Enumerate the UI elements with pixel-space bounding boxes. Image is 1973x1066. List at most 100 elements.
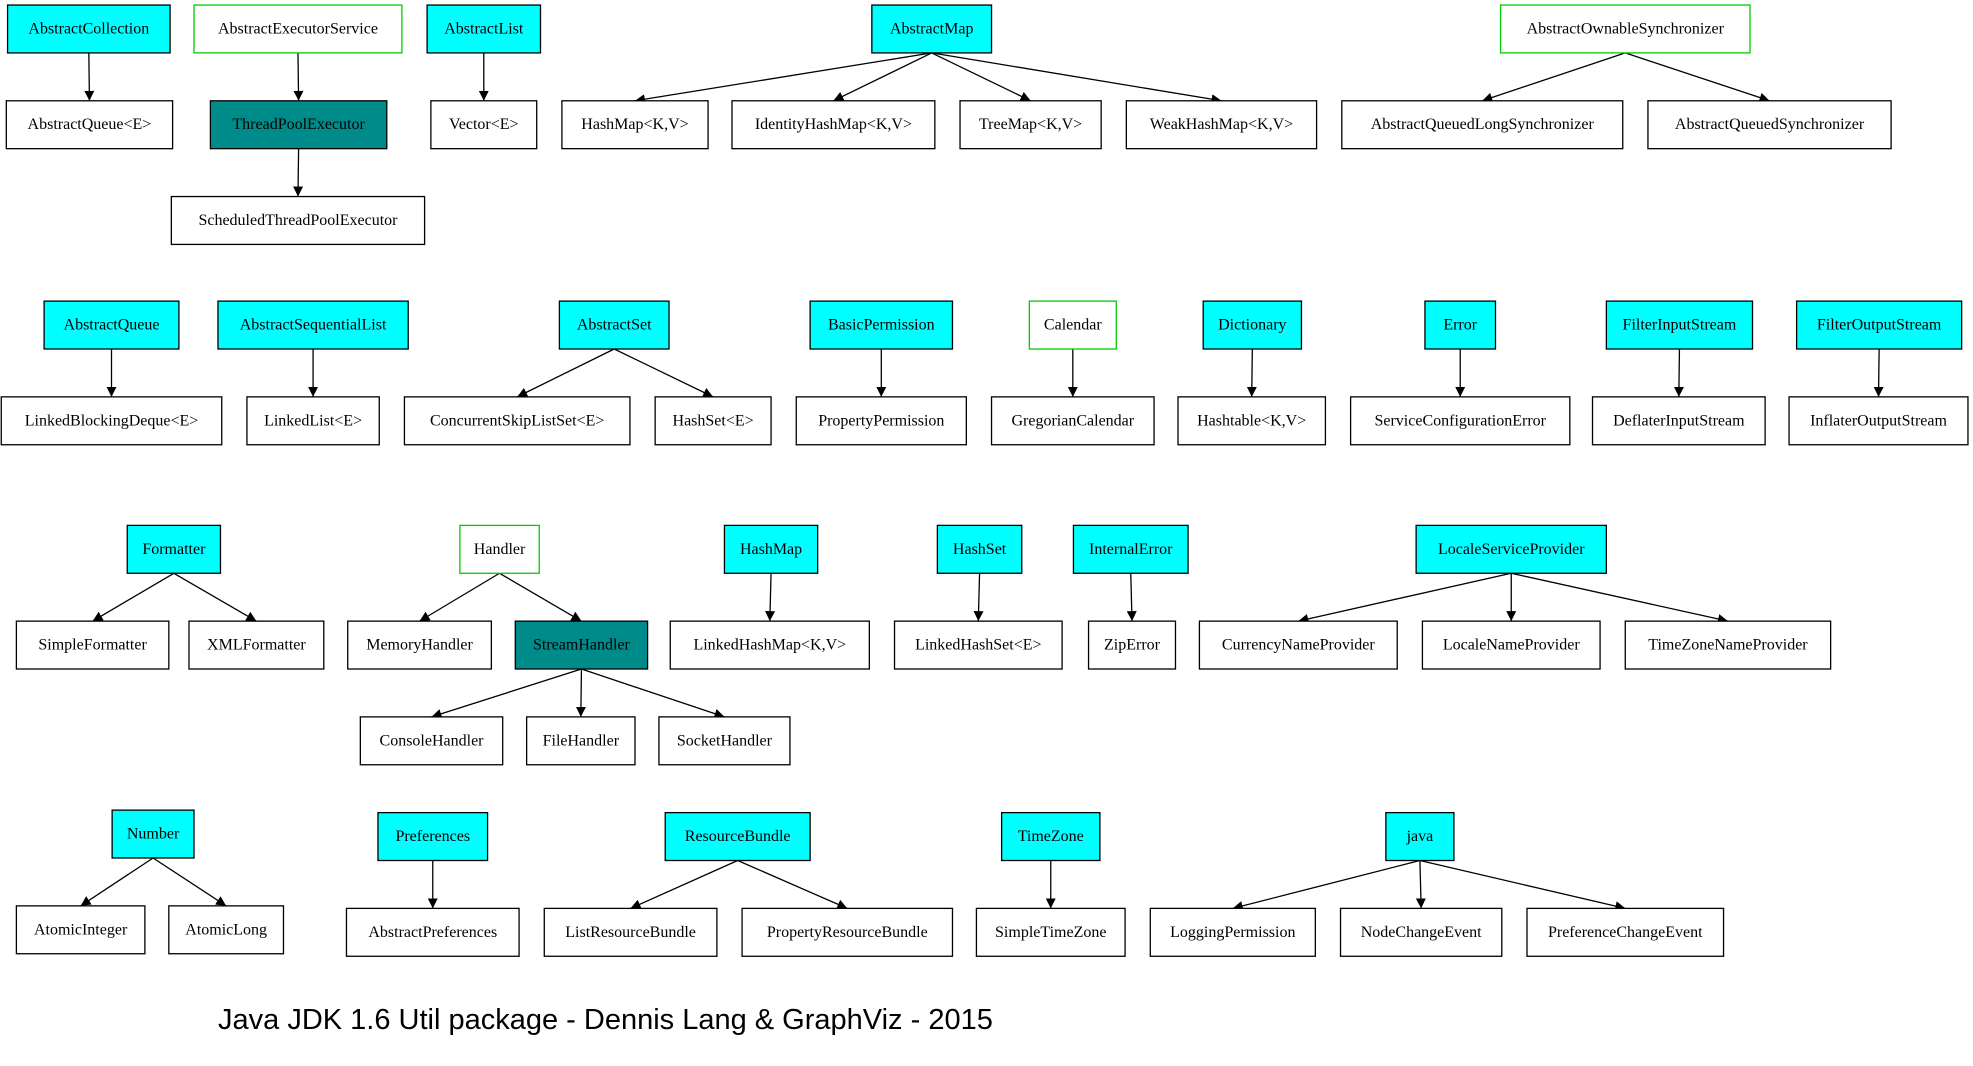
- class-node-label: TimeZone: [1018, 828, 1084, 845]
- class-node-java: java: [1385, 811, 1455, 862]
- class-node-handler: Handler: [459, 524, 540, 574]
- inheritance-arrow: [630, 859, 738, 909]
- class-node-box: [1424, 300, 1497, 350]
- class-node-box: [795, 396, 967, 446]
- class-node-atomic-integer: AtomicInteger: [15, 905, 146, 955]
- inheritance-arrow: [737, 859, 848, 909]
- class-node-box: [209, 100, 388, 150]
- inheritance-arrow: [516, 348, 615, 398]
- class-node-box: [0, 396, 223, 446]
- class-node-gregorian-calendar: GregorianCalendar: [990, 396, 1155, 446]
- class-node-label: Formatter: [142, 541, 206, 558]
- inheritance-arrow: [1873, 348, 1884, 397]
- class-node-label: BasicPermission: [828, 317, 935, 334]
- class-node-box: [377, 811, 489, 862]
- class-node-label: FileHandler: [543, 732, 620, 749]
- class-node-abstract-queue: AbstractQueue<E>: [5, 100, 174, 150]
- class-node-label: SocketHandler: [677, 732, 773, 749]
- class-node-box: [193, 4, 403, 54]
- class-node-label: SimpleFormatter: [38, 637, 147, 654]
- class-node-tree-map: TreeMap<K,V>: [959, 100, 1102, 150]
- class-node-box: [543, 907, 718, 957]
- inheritance-arrow: [765, 573, 776, 622]
- class-node-label: StreamHandler: [533, 637, 631, 654]
- class-node-box: [1028, 300, 1117, 350]
- class-node-box: [1795, 300, 1963, 350]
- class-node-hashtable: Hashtable<K,V>: [1177, 396, 1327, 446]
- inheritance-arrow: [173, 572, 257, 622]
- class-node-identity-hash-map: IdentityHashMap<K,V>: [731, 100, 936, 150]
- class-node-zip-error: ZipError: [1087, 620, 1177, 670]
- class-node-abstract-queue: AbstractQueue: [43, 300, 180, 350]
- class-node-label: LinkedList<E>: [264, 412, 362, 429]
- class-node-label: HashMap: [740, 541, 802, 558]
- class-node-box: [1788, 396, 1969, 446]
- class-node-abstract-queued-synchronizer: AbstractQueuedSynchronizer: [1647, 100, 1892, 150]
- class-node-hash-map: HashMap: [723, 524, 819, 574]
- class-node-abstract-collection: AbstractCollection: [6, 4, 171, 54]
- inheritance-arrow: [1673, 348, 1684, 397]
- class-node-box: [664, 811, 811, 862]
- inheritance-arrow: [833, 52, 932, 102]
- class-node-label: CurrencyNameProvider: [1222, 637, 1376, 654]
- class-node-abstract-map: AbstractMap: [871, 4, 993, 54]
- class-node-label: GregorianCalendar: [1011, 412, 1134, 429]
- class-node-box: [111, 809, 195, 859]
- class-node-box: [1624, 620, 1832, 670]
- class-node-label: ResourceBundle: [685, 828, 791, 845]
- class-node-service-configuration-error: ServiceConfigurationError: [1349, 396, 1571, 446]
- inheritance-arrow: [80, 857, 154, 907]
- class-node-box: [1499, 4, 1751, 54]
- class-node-hash-set: HashSet: [936, 524, 1023, 574]
- class-node-label: PropertyResourceBundle: [767, 924, 928, 941]
- inheritance-arrow: [634, 52, 932, 105]
- class-node-preference-change-event: PreferenceChangeEvent: [1526, 907, 1725, 957]
- class-node-box: [731, 100, 936, 150]
- class-node-label: AbstractQueuedLongSynchronizer: [1371, 116, 1595, 133]
- class-node-label: HashMap<K,V>: [581, 116, 688, 133]
- class-node-linked-hash-map: LinkedHashMap<K,V>: [669, 620, 870, 670]
- inheritance-arrow: [1511, 572, 1729, 624]
- class-node-box: [188, 620, 325, 670]
- class-node-box: [1349, 396, 1571, 446]
- class-node-abstract-sequential-list: AbstractSequentialList: [217, 300, 409, 350]
- class-node-label: AbstractOwnableSynchronizer: [1527, 20, 1725, 37]
- class-node-xmlformatter: XMLFormatter: [188, 620, 325, 670]
- class-node-label: LinkedHashMap<K,V>: [693, 637, 846, 654]
- class-node-label: ConcurrentSkipListSet<E>: [430, 412, 604, 429]
- class-node-simple-time-zone: SimpleTimeZone: [975, 907, 1126, 957]
- class-node-box: [936, 524, 1023, 574]
- class-node-box: [5, 100, 174, 150]
- class-node-box: [1072, 524, 1189, 574]
- class-node-stream-handler: StreamHandler: [514, 620, 649, 670]
- class-node-label: DeflaterInputStream: [1613, 412, 1745, 429]
- class-node-label: ZipError: [1104, 637, 1161, 654]
- class-node-abstract-preferences: AbstractPreferences: [345, 907, 520, 957]
- class-node-basic-permission: BasicPermission: [809, 300, 954, 350]
- class-node-label: java: [1406, 828, 1434, 845]
- class-node-number: Number: [111, 809, 195, 859]
- class-node-box: [217, 300, 409, 350]
- class-node-box: [1339, 907, 1503, 957]
- class-node-box: [459, 524, 540, 574]
- class-node-deflater-input-stream: DeflaterInputStream: [1591, 396, 1766, 446]
- class-node-box: [345, 907, 520, 957]
- class-node-label: PropertyPermission: [818, 412, 944, 429]
- class-node-box: [126, 524, 222, 574]
- class-node-box: [1000, 811, 1101, 862]
- class-node-label: LoggingPermission: [1170, 924, 1295, 941]
- class-node-box: [1591, 396, 1766, 446]
- class-node-box: [6, 4, 171, 54]
- inheritance-arrow: [1625, 52, 1770, 103]
- class-node-label: LocaleServiceProvider: [1438, 541, 1585, 558]
- class-node-box: [658, 716, 791, 766]
- class-node-label: Vector<E>: [449, 116, 519, 133]
- class-node-label: ServiceConfigurationError: [1374, 412, 1546, 429]
- inheritance-arrow: [1482, 52, 1626, 103]
- inheritance-arrow: [84, 52, 95, 101]
- class-node-label: PreferenceChangeEvent: [1548, 924, 1703, 941]
- class-node-label: HashSet: [953, 541, 1007, 558]
- class-node-label: Hashtable<K,V>: [1197, 412, 1306, 429]
- class-node-label: TimeZoneNameProvider: [1648, 637, 1808, 654]
